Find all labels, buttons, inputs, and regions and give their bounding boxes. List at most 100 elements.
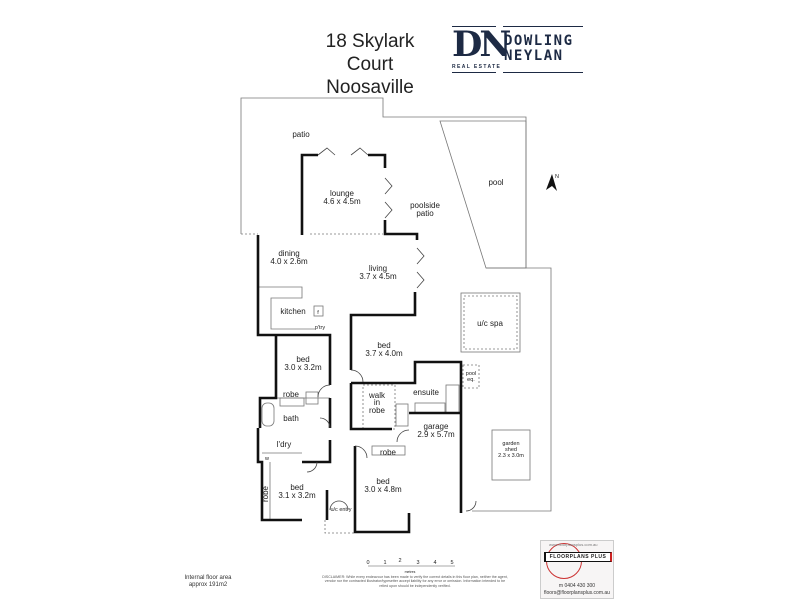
logo-tagline: REAL ESTATE bbox=[452, 64, 502, 70]
scale-tick: 1 bbox=[383, 560, 386, 566]
label-entry: u/c entry bbox=[330, 507, 351, 513]
address-street: 18 Skylark Court bbox=[325, 31, 415, 75]
door-swing bbox=[306, 461, 318, 473]
ensuite-shower bbox=[445, 384, 460, 414]
label-pantry: p'try bbox=[315, 325, 325, 331]
label-pool-eq-2: eq. bbox=[467, 377, 475, 383]
illustrator-logo: www.floorplansplus.com.au FLOORPLANS PLU… bbox=[540, 540, 614, 599]
label-kitchen: kitchen bbox=[280, 307, 305, 316]
label-bed1: bed bbox=[377, 341, 390, 350]
label-walk-in-robe-2: in bbox=[374, 398, 380, 407]
label-laundry: l'dry bbox=[277, 440, 291, 449]
label-walk-in-robe-1: walk bbox=[368, 391, 386, 400]
logo-rule bbox=[452, 72, 496, 73]
disclaimer: DISCLAIMER: While every endeavour has be… bbox=[322, 575, 508, 588]
label-robe-bath: robe bbox=[283, 390, 300, 399]
bifold-door bbox=[384, 201, 393, 219]
kitchen-bench bbox=[258, 286, 315, 330]
scale-tick: 5 bbox=[450, 560, 453, 566]
label-garden-shed-2: shed bbox=[505, 447, 517, 453]
scale-tick: 3 bbox=[416, 560, 419, 566]
door-swing bbox=[354, 445, 368, 459]
scale-bar: 0 1 2 3 4 5 metres bbox=[366, 558, 455, 574]
label-ensuite: ensuite bbox=[413, 388, 439, 397]
label-dining: dining bbox=[278, 249, 299, 258]
logo-name-line1: DOWLING bbox=[504, 33, 574, 49]
label-lounge: lounge bbox=[330, 189, 355, 198]
label-spa: u/c spa bbox=[477, 319, 503, 328]
label-dining-size: 4.0 x 2.6m bbox=[270, 257, 308, 266]
label-pool-eq-1: pool bbox=[466, 371, 476, 377]
label-bed3-size: 3.1 x 3.2m bbox=[278, 491, 316, 500]
spa-inner bbox=[463, 295, 518, 350]
patio-outline bbox=[240, 97, 527, 268]
label-robe-bed4: robe bbox=[380, 448, 397, 457]
label-garage: garage bbox=[424, 422, 449, 431]
room-labels: patio pool lounge 4.6 x 4.5m poolside pa… bbox=[261, 130, 524, 513]
label-fridge: f bbox=[317, 310, 319, 316]
label-bed4: bed bbox=[376, 477, 389, 486]
yard-outline bbox=[472, 267, 552, 512]
label-bed3: bed bbox=[290, 483, 303, 492]
address-suburb: Noosaville bbox=[326, 77, 414, 98]
bifold-door bbox=[416, 247, 425, 265]
bifold-door bbox=[350, 147, 369, 156]
bifold-door bbox=[384, 177, 393, 195]
spa-outline bbox=[460, 292, 521, 353]
scale-tick: 0 bbox=[366, 560, 369, 566]
door-swing bbox=[396, 429, 410, 443]
toilet bbox=[395, 403, 409, 427]
bifold-door bbox=[416, 271, 425, 289]
scale-tick: 4 bbox=[433, 560, 436, 566]
walls bbox=[256, 153, 463, 534]
entry-outline bbox=[324, 520, 355, 534]
label-bed4-size: 3.0 x 4.8m bbox=[364, 485, 402, 494]
bifold-door bbox=[317, 147, 336, 156]
illustrator-phone: m 0404 430 300 bbox=[558, 583, 596, 589]
door-swing bbox=[317, 384, 331, 398]
area-label: Internal floor area bbox=[184, 575, 232, 581]
robe-bed4 bbox=[371, 445, 406, 456]
doors bbox=[306, 147, 477, 512]
logo-rule bbox=[503, 72, 583, 73]
site-outlines bbox=[240, 97, 552, 534]
logo-rule bbox=[503, 26, 583, 27]
fridge bbox=[313, 305, 324, 317]
label-lounge-size: 4.6 x 4.5m bbox=[323, 197, 361, 206]
door-swing bbox=[319, 417, 331, 429]
north-arrow: N bbox=[546, 174, 559, 191]
logo-name-line2: NEYLAN bbox=[504, 48, 564, 64]
label-patio: patio bbox=[292, 130, 310, 139]
label-living-size: 3.7 x 4.5m bbox=[359, 272, 397, 281]
label-poolside-patio-1: poolside bbox=[410, 201, 440, 210]
pool-outline bbox=[439, 120, 527, 269]
entry-door bbox=[329, 500, 349, 511]
label-pool: pool bbox=[488, 178, 503, 187]
logo-name: DOWLING NEYLAN bbox=[504, 34, 574, 64]
label-bath: bath bbox=[283, 414, 299, 423]
garden-shed-outline bbox=[491, 429, 531, 481]
illustrator-website: www.floorplansplus.com.au bbox=[549, 542, 598, 547]
door-swing bbox=[465, 500, 477, 512]
label-bed1-size: 3.7 x 4.0m bbox=[365, 349, 403, 358]
label-garage-size: 2.9 x 5.7m bbox=[417, 430, 455, 439]
area-value: approx 191m2 bbox=[188, 582, 228, 588]
label-garden-shed-1: garden bbox=[502, 441, 519, 447]
north-arrow-icon bbox=[546, 174, 557, 191]
label-bed2-size: 3.0 x 3.2m bbox=[284, 363, 322, 372]
internal-floor-area: Internal floor area approx 191m2 bbox=[168, 575, 248, 589]
door-swing bbox=[350, 369, 364, 383]
logo-monogram: DN bbox=[452, 24, 511, 65]
illustrator-name: FLOORPLANS PLUS bbox=[544, 552, 612, 562]
shower bbox=[305, 391, 319, 405]
scale-unit: metres bbox=[405, 570, 416, 574]
label-poolside-patio-2: patio bbox=[416, 209, 434, 218]
label-living: living bbox=[369, 264, 387, 273]
scale-tick: 2 bbox=[398, 558, 401, 564]
pool-eq-outline bbox=[462, 364, 480, 389]
label-bed2: bed bbox=[296, 355, 309, 364]
logo-rule bbox=[452, 26, 496, 27]
property-address: 18 Skylark Court Noosaville bbox=[300, 30, 440, 99]
label-robe-bed3: robe bbox=[261, 485, 270, 502]
